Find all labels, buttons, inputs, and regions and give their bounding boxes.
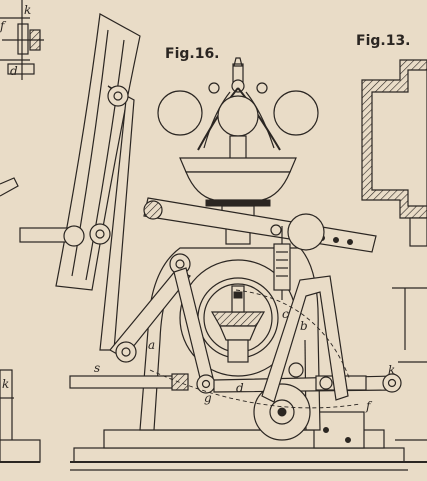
label-d: d (236, 381, 244, 395)
governor (157, 57, 319, 245)
label-left-k2: k (2, 377, 9, 391)
eccentric (149, 275, 361, 441)
upper-lever (143, 197, 377, 253)
base-plate (70, 411, 408, 471)
flyball-left (157, 90, 203, 136)
label-left-k: k (24, 3, 31, 17)
label-c: c (282, 307, 289, 321)
left-fragment-mid (0, 177, 19, 197)
figure-13-title: Fig.13. (356, 33, 411, 49)
spring-rod (273, 226, 291, 300)
left-fragment-bottom (0, 369, 41, 463)
label-f: f (365, 399, 373, 413)
label-k: k (388, 363, 395, 377)
label-left-d: d (10, 64, 18, 78)
figure-13-fragment (361, 59, 427, 463)
label-left-f: f (0, 19, 7, 33)
flyball-center (217, 95, 259, 137)
lower-linkage (69, 253, 402, 394)
left-fragment-top (0, 0, 44, 80)
label-g: g (204, 391, 212, 405)
quadrant-arm (19, 13, 141, 351)
label-a: a (148, 338, 155, 352)
bevel-gear (210, 285, 266, 363)
figure-16-title: Fig.16. (165, 46, 220, 62)
flyball-right (273, 90, 319, 136)
label-b: b (300, 319, 308, 333)
label-s: s (94, 361, 100, 375)
push-rod-s (69, 375, 179, 389)
